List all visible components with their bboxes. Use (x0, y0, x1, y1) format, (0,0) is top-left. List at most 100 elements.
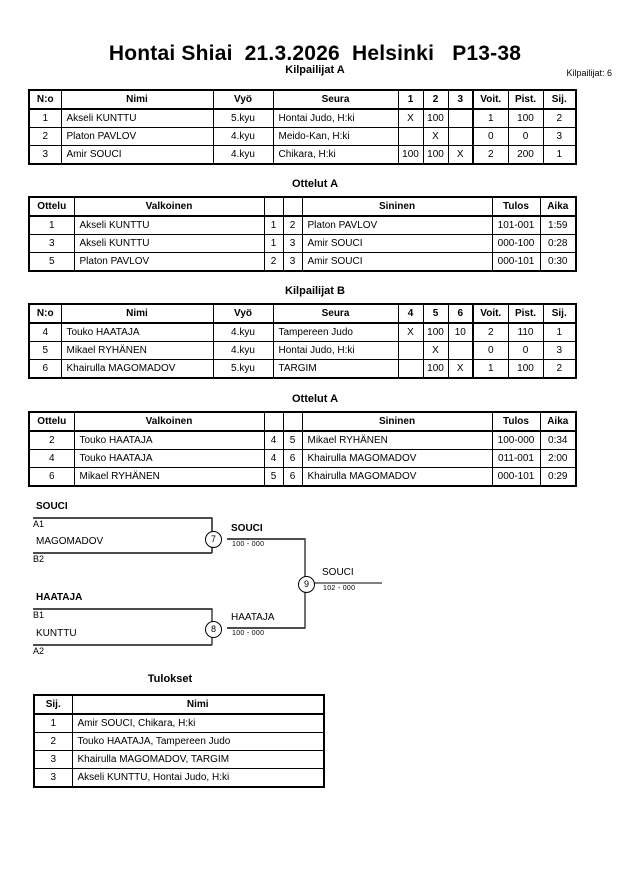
cell-belt: 5.kyu (212, 359, 274, 379)
table-row: 5 Mikael RYHÄNEN 4.kyu Hontai Judo, H:ki… (28, 341, 577, 360)
cell-rank: 1 (542, 145, 577, 165)
cell-name: Touko HAATAJA, Tampereen Judo (71, 732, 325, 751)
table-row: 1 Akseli KUNTTU 1 2 Platon PAVLOV 101-00… (28, 215, 577, 235)
cell-name: Touko HAATAJA (60, 322, 214, 342)
col-name: Nimi (71, 694, 325, 715)
cell-name: Akseli KUNTTU, Hontai Judo, H:ki (71, 768, 325, 788)
cell-white: Platon PAVLOV (73, 252, 265, 272)
cell-vs-2: 100 (422, 145, 449, 165)
table-row: 2 Platon PAVLOV 4.kyu Meido-Kan, H:ki X … (28, 127, 577, 146)
cell-belt: 4.kyu (212, 341, 274, 360)
cell-white-no: 1 (263, 234, 284, 253)
entrant-count-label: Kilpailijat: 6 (566, 68, 612, 78)
cell-result: 100-000 (491, 430, 541, 450)
cell-wins: 2 (472, 145, 509, 165)
cell-vs-5: 100 (422, 359, 449, 379)
cell-blue-no: 3 (282, 252, 303, 272)
cell-wins: 0 (472, 341, 509, 360)
col-no: N:o (28, 303, 62, 324)
cell-rank: 1 (542, 322, 577, 342)
cell-result: 000-101 (491, 252, 541, 272)
cell-blue-no: 3 (282, 234, 303, 253)
table-row: 2 Touko HAATAJA 4 5 Mikael RYHÄNEN 100-0… (28, 430, 577, 450)
cell-vs-1: 100 (397, 145, 424, 165)
cell-white: Mikael RYHÄNEN (73, 467, 265, 487)
bracket-entry-name: SOUCI (36, 501, 68, 512)
table-row: 3 Akseli KUNTTU 1 3 Amir SOUCI 000-100 0… (28, 234, 577, 253)
col-belt: Vyö (212, 303, 274, 324)
bracket-winner-name: HAATAJA (231, 612, 275, 623)
cell-vs-3 (447, 127, 474, 146)
pool-a-caption: Kilpailijat A (285, 64, 345, 76)
cell-time: 2:00 (539, 449, 577, 468)
col-result: Tulos (491, 411, 541, 432)
cell-wins: 1 (472, 108, 509, 128)
col-white-no (263, 196, 284, 217)
matches-b-table-wrapper: Ottelu Valkoinen Sininen Tulos Aika 2 To… (28, 411, 577, 487)
table-row: 3 Akseli KUNTTU, Hontai Judo, H:ki (33, 768, 325, 788)
cell-white-no: 1 (263, 215, 284, 235)
cell-points: 100 (507, 359, 544, 379)
cell-vs-6: 10 (447, 322, 474, 342)
table-row: 3 Khairulla MAGOMADOV, TARGIM (33, 750, 325, 769)
matches-a-table: Ottelu Valkoinen Sininen Tulos Aika 1 Ak… (28, 196, 577, 272)
bracket-entry-seed: B1 (33, 610, 45, 620)
cell-no: 3 (28, 145, 62, 165)
cell-blue: Mikael RYHÄNEN (301, 430, 493, 450)
bracket-entry-name: KUNTTU (36, 628, 77, 639)
col-match: Ottelu (28, 411, 75, 432)
cell-vs-2: X (422, 127, 449, 146)
table-header-row: N:o Nimi Vyö Seura 1 2 3 Voit. Pist. Sij… (28, 89, 577, 110)
table-header-row: Sij. Nimi (33, 694, 325, 715)
table-row: 2 Touko HAATAJA, Tampereen Judo (33, 732, 325, 751)
col-points: Pist. (507, 303, 544, 324)
cell-club: TARGIM (272, 359, 399, 379)
cell-blue: Amir SOUCI (301, 234, 493, 253)
cell-blue: Platon PAVLOV (301, 215, 493, 235)
table-row: 6 Khairulla MAGOMADOV 5.kyu TARGIM 100 X… (28, 359, 577, 379)
bracket-winner-name: SOUCI (322, 567, 354, 578)
col-rank: Sij. (33, 694, 73, 715)
bracket-entry-name: MAGOMADOV (36, 536, 104, 547)
cell-name: Khairulla MAGOMADOV (60, 359, 214, 379)
table-header-row: Ottelu Valkoinen Sininen Tulos Aika (28, 196, 577, 217)
cell-no: 2 (28, 127, 62, 146)
matches-b-table: Ottelu Valkoinen Sininen Tulos Aika 2 To… (28, 411, 577, 487)
cell-white-no: 4 (263, 449, 284, 468)
cell-club: Meido-Kan, H:ki (272, 127, 399, 146)
cell-name: Platon PAVLOV (60, 127, 214, 146)
cell-vs-4: X (397, 322, 424, 342)
bracket-score: 100 - 000 (232, 541, 265, 548)
bracket-match-number: 9 (298, 576, 315, 593)
cell-vs-1 (397, 127, 424, 146)
table-row: 5 Platon PAVLOV 2 3 Amir SOUCI 000-101 0… (28, 252, 577, 272)
cell-club: Hontai Judo, H:ki (272, 108, 399, 128)
tournament-bracket: SOUCI A1 MAGOMADOV B2 HAATAJA B1 KUNTTU … (0, 495, 630, 670)
col-wins: Voit. (472, 89, 509, 110)
bracket-winner-name: SOUCI (231, 523, 263, 534)
col-belt: Vyö (212, 89, 274, 110)
cell-rank: 2 (33, 732, 73, 751)
cell-points: 0 (507, 341, 544, 360)
cell-match: 1 (28, 215, 75, 235)
cell-club: Tampereen Judo (272, 322, 399, 342)
cell-result: 000-100 (491, 234, 541, 253)
cell-name: Amir SOUCI (60, 145, 214, 165)
col-white: Valkoinen (73, 411, 265, 432)
cell-vs-3 (447, 108, 474, 128)
col-rank: Sij. (542, 303, 577, 324)
col-vs-4: 4 (397, 303, 424, 324)
col-no: N:o (28, 89, 62, 110)
cell-time: 0:30 (539, 252, 577, 272)
cell-points: 100 (507, 108, 544, 128)
cell-belt: 4.kyu (212, 322, 274, 342)
results-table: Sij. Nimi 1 Amir SOUCI, Chikara, H:ki 2 … (33, 694, 325, 788)
cell-vs-6 (447, 341, 474, 360)
results-table-wrapper: Sij. Nimi 1 Amir SOUCI, Chikara, H:ki 2 … (33, 694, 325, 788)
bracket-entry-name: HAATAJA (36, 592, 83, 603)
cell-white: Akseli KUNTTU (73, 234, 265, 253)
cell-no: 6 (28, 359, 62, 379)
cell-wins: 0 (472, 127, 509, 146)
col-result: Tulos (491, 196, 541, 217)
col-name: Nimi (60, 303, 214, 324)
